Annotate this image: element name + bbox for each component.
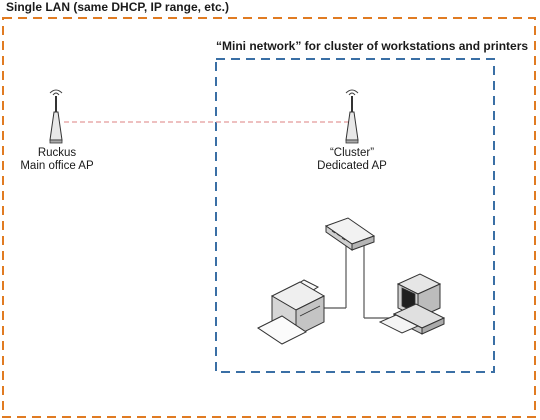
wireless-access-point-icon xyxy=(49,89,63,144)
wired-links xyxy=(318,244,395,319)
network-switch-icon xyxy=(324,217,376,251)
printer-icon xyxy=(257,279,326,345)
cluster-ap-description: Dedicated AP xyxy=(317,160,387,172)
mini-network-title: “Mini network” for cluster of workstatio… xyxy=(216,39,529,53)
desktop-computer-icon xyxy=(378,273,446,335)
cluster-ap-name: “Cluster” xyxy=(329,147,375,159)
main-office-ap-description: Main office AP xyxy=(20,160,94,172)
main-office-ap-name: Ruckus xyxy=(37,147,77,159)
single-lan-boundary xyxy=(2,17,536,418)
single-lan-title: Single LAN (same DHCP, IP range, etc.) xyxy=(6,0,229,14)
main-office-ap-label: Ruckus Main office AP xyxy=(12,147,102,173)
mini-network-boundary xyxy=(215,58,495,373)
wireless-access-point-icon xyxy=(345,89,359,144)
cluster-ap-label: “Cluster” Dedicated AP xyxy=(307,147,397,173)
